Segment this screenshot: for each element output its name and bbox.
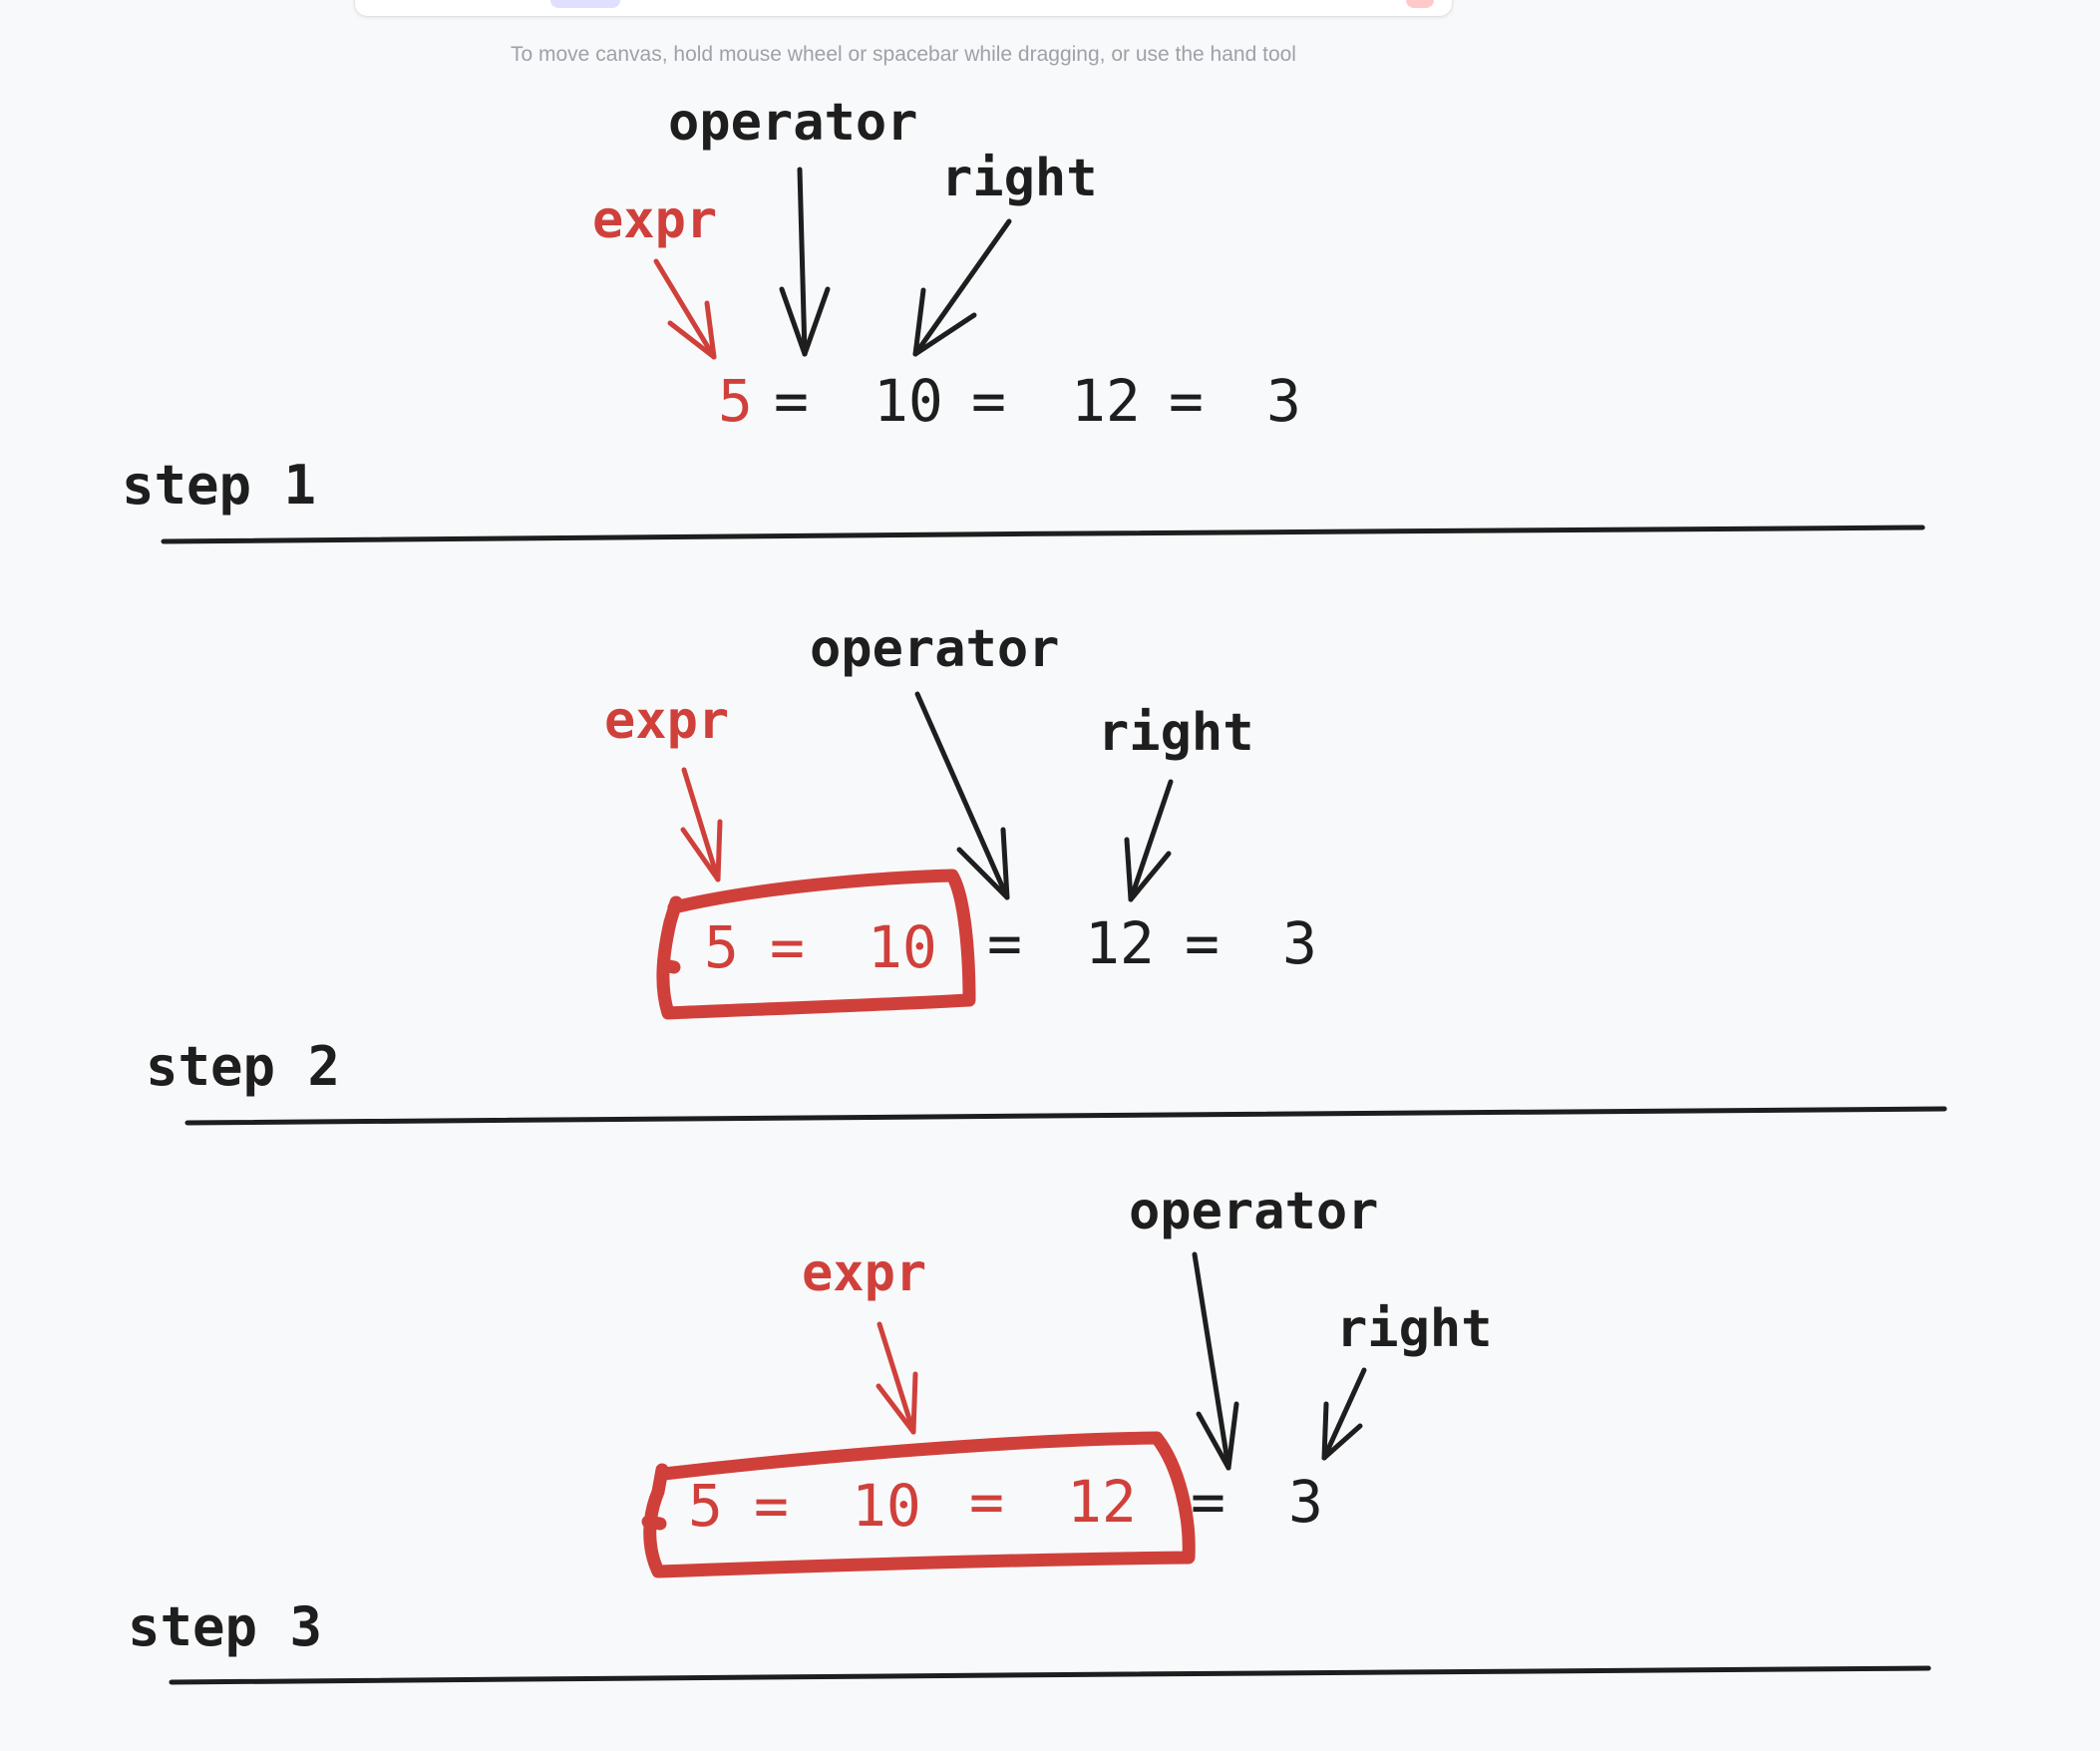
right-label[interactable]: right xyxy=(1336,1299,1493,1359)
canvas-hint: To move canvas, hold mouse wheel or spac… xyxy=(511,43,1296,66)
token-equals[interactable]: = xyxy=(971,367,1006,435)
highlight-box[interactable] xyxy=(656,869,976,1020)
step-1-section: operator right expr 5 = 10 = 12 = 3 step… xyxy=(122,93,1925,544)
operator-label[interactable]: operator xyxy=(668,93,917,153)
token-equals[interactable]: = xyxy=(969,1468,1004,1536)
expr-arrow[interactable] xyxy=(875,1321,918,1435)
operator-arrow[interactable] xyxy=(779,167,831,357)
right-label[interactable]: right xyxy=(1098,703,1254,763)
token-12[interactable]: 12 xyxy=(1085,909,1155,977)
operator-arrow[interactable] xyxy=(1192,1251,1239,1471)
token-3[interactable]: 3 xyxy=(1266,367,1301,435)
token-equals[interactable]: = xyxy=(987,909,1022,977)
step-3-section: operator right expr 5 = 10 = 12 = 3 step… xyxy=(128,1182,1931,1685)
right-arrow[interactable] xyxy=(1321,1367,1367,1461)
expr-label[interactable]: expr xyxy=(604,691,729,751)
token-12[interactable]: 12 xyxy=(1071,367,1141,435)
token-equals[interactable]: = xyxy=(1191,1468,1225,1536)
expr-arrow[interactable] xyxy=(680,767,723,882)
token-12[interactable]: 12 xyxy=(1067,1468,1137,1536)
token-equals[interactable]: = xyxy=(1185,909,1220,977)
token-5[interactable]: 5 xyxy=(688,1472,723,1540)
step-title[interactable]: step 1 xyxy=(122,454,316,517)
expr-label[interactable]: expr xyxy=(592,190,717,250)
right-label[interactable]: right xyxy=(941,149,1098,208)
token-5[interactable]: 5 xyxy=(704,913,739,981)
token-10[interactable]: 10 xyxy=(874,367,943,435)
highlight-box[interactable] xyxy=(641,1431,1196,1578)
top-toolbar[interactable] xyxy=(355,0,1452,16)
step-divider-line[interactable] xyxy=(184,1106,1947,1126)
expr-label[interactable]: expr xyxy=(802,1243,926,1303)
right-arrow[interactable] xyxy=(912,218,1012,357)
expr-arrow[interactable] xyxy=(653,258,717,360)
step-divider-line[interactable] xyxy=(161,525,1925,544)
token-10[interactable]: 10 xyxy=(852,1472,921,1540)
token-3[interactable]: 3 xyxy=(1288,1468,1323,1536)
token-10[interactable]: 10 xyxy=(868,913,937,981)
step-divider-line[interactable] xyxy=(169,1665,1931,1685)
library-badge[interactable] xyxy=(1406,0,1434,8)
operator-label[interactable]: operator xyxy=(1129,1182,1378,1241)
selected-tool-button[interactable] xyxy=(550,0,620,8)
token-equals[interactable]: = xyxy=(754,1472,789,1540)
operator-arrow[interactable] xyxy=(914,691,1010,900)
token-5[interactable]: 5 xyxy=(718,367,753,435)
token-equals[interactable]: = xyxy=(774,367,809,435)
step-title[interactable]: step 2 xyxy=(146,1035,340,1098)
step-2-section: operator right expr 5 = 10 = 12 = 3 step… xyxy=(146,619,1947,1126)
step-title[interactable]: step 3 xyxy=(128,1595,322,1658)
token-equals[interactable]: = xyxy=(770,913,805,981)
operator-label[interactable]: operator xyxy=(810,619,1059,679)
token-equals[interactable]: = xyxy=(1169,367,1204,435)
token-3[interactable]: 3 xyxy=(1282,909,1317,977)
right-arrow[interactable] xyxy=(1124,779,1174,902)
